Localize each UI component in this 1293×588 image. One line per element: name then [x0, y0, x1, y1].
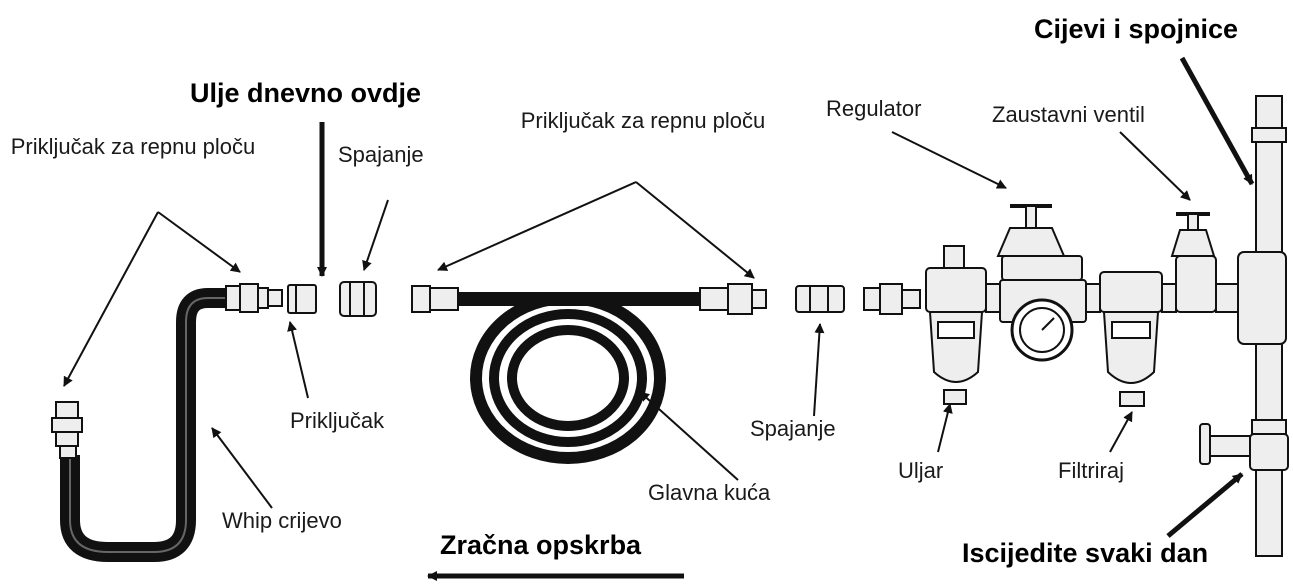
label-tailplate-mid: Priključak za repnu ploču — [520, 108, 766, 133]
whip-top-fitting — [225, 283, 283, 313]
label-coupling-top: Spajanje — [338, 142, 424, 167]
connector-part — [287, 284, 317, 314]
coupling-part-right — [795, 285, 845, 313]
label-tailplate-left: Priključak za repnu ploču — [10, 134, 256, 159]
label-filter: Filtriraj — [1058, 458, 1124, 483]
label-air-supply: Zračna opskrba — [440, 530, 642, 560]
label-regulator: Regulator — [826, 96, 922, 121]
inlet-nipple — [863, 283, 921, 315]
label-pipes-fittings: Cijevi i spojnice — [1034, 14, 1239, 44]
shutoff-valve-unit — [1170, 212, 1217, 313]
label-drain-daily: Iscijedite svaki dan — [962, 538, 1209, 568]
label-whip-hose: Whip crijevo — [222, 508, 342, 533]
whip-hose — [60, 288, 232, 562]
coupling-part-left — [339, 281, 377, 317]
label-main-hose: Glavna kuća — [648, 480, 771, 505]
label-oil-daily: Ulje dnevno ovdje — [190, 78, 422, 108]
whip-end-fitting — [51, 401, 83, 459]
drain-valve — [1199, 423, 1251, 465]
label-coupling-bottom: Spajanje — [750, 416, 836, 441]
main-hose — [411, 283, 767, 464]
leader-arrows — [63, 56, 1255, 581]
label-connector: Priključak — [290, 408, 385, 433]
oiler-unit — [925, 245, 987, 405]
label-shutoff-valve: Zaustavni ventil — [992, 102, 1145, 127]
vertical-pipe — [1237, 95, 1289, 557]
filter-unit — [1099, 271, 1163, 407]
regulator-unit — [996, 204, 1087, 362]
label-oiler: Uljar — [898, 458, 944, 483]
